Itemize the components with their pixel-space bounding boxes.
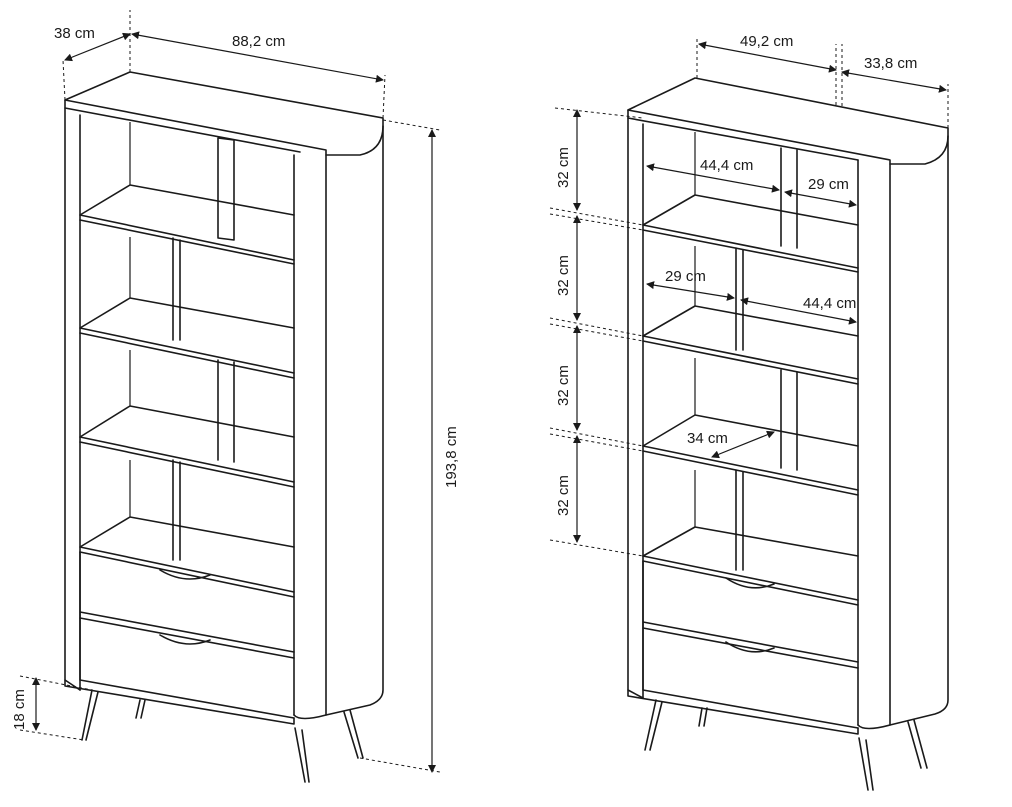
- right-leg-back-left: [698, 707, 708, 727]
- row3-depth-label: 34 cm: [687, 430, 728, 447]
- left-shelf-1: [79, 184, 295, 265]
- left-leg-front-left: [81, 689, 99, 741]
- row2-narrow-label: 29 cm: [665, 268, 706, 285]
- row1-wide-line: [646, 163, 780, 193]
- shelf-height-1-label: 32 cm: [555, 147, 572, 188]
- left-drawer-1-handle: [159, 569, 211, 580]
- row1-wide-label: 44,4 cm: [700, 157, 753, 174]
- shelf-height-3-label: 32 cm: [555, 365, 572, 406]
- left-drawer-2-handle: [159, 634, 211, 645]
- row1-narrow-line: [784, 189, 857, 208]
- left-leg-back-left: [135, 699, 146, 719]
- left-divider-2: [172, 237, 181, 341]
- left-leg-front-right: [294, 727, 310, 783]
- left-divider-1: [217, 137, 235, 241]
- right-dimensions: 49,2 cm 33,8 cm 32 cm 32 cm 32 cm 32 cm …: [549, 33, 949, 557]
- left-side-panel: [64, 107, 81, 691]
- depth-dimension-line: [64, 32, 131, 62]
- left-leg-back-right: [343, 709, 364, 759]
- left-divider-4: [172, 459, 181, 561]
- right-divider-4: [735, 469, 744, 571]
- width-right-label: 33,8 cm: [864, 55, 917, 72]
- width-dimension-line: [131, 31, 384, 83]
- width-left-dimension-line: [698, 41, 837, 73]
- left-shelf-4: [79, 516, 295, 598]
- right-divider-1: [780, 147, 798, 249]
- width-label: 88,2 cm: [232, 33, 285, 50]
- left-dimensions: 38 cm 88,2 cm 193,8 cm 18 cm: [11, 10, 460, 773]
- left-bookcase: [64, 71, 384, 783]
- depth-label: 38 cm: [54, 25, 95, 42]
- shelf-height-4-label: 32 cm: [555, 475, 572, 516]
- row1-narrow-label: 29 cm: [808, 176, 849, 193]
- left-drawer-2: [79, 617, 295, 719]
- right-shelf-1: [642, 194, 859, 273]
- width-right-dimension-line: [841, 69, 947, 93]
- row2-wide-label: 44,4 cm: [803, 295, 856, 312]
- right-bookcase: [627, 77, 949, 791]
- left-top-slab: [64, 71, 384, 156]
- row2-narrow-line: [646, 281, 735, 301]
- right-drawer-2-handle: [725, 641, 775, 653]
- left-drawer-1: [79, 551, 295, 659]
- right-divider-3: [780, 369, 798, 471]
- left-divider-3: [217, 359, 235, 463]
- right-top-slab: [627, 77, 949, 165]
- shelf-height-2-label: 32 cm: [555, 255, 572, 296]
- row2-wide-line: [740, 297, 857, 325]
- right-divider-2: [735, 247, 744, 351]
- width-left-label: 49,2 cm: [740, 33, 793, 50]
- right-drawer-2: [642, 627, 859, 729]
- right-shelf-4: [642, 526, 859, 606]
- right-shelf-2: [642, 305, 859, 385]
- right-side-panel: [627, 117, 644, 699]
- right-drawer-1-handle: [725, 577, 775, 589]
- left-shelf-2: [79, 297, 295, 379]
- right-leg-front-left: [644, 699, 663, 751]
- right-shelf-3: [642, 414, 859, 496]
- left-shelf-3: [79, 405, 295, 488]
- height-label: 193,8 cm: [443, 426, 460, 488]
- leg-height-label: 18 cm: [11, 689, 28, 730]
- right-leg-front-right: [858, 737, 874, 791]
- right-leg-back-right: [907, 719, 928, 769]
- row3-depth-line: [711, 430, 775, 459]
